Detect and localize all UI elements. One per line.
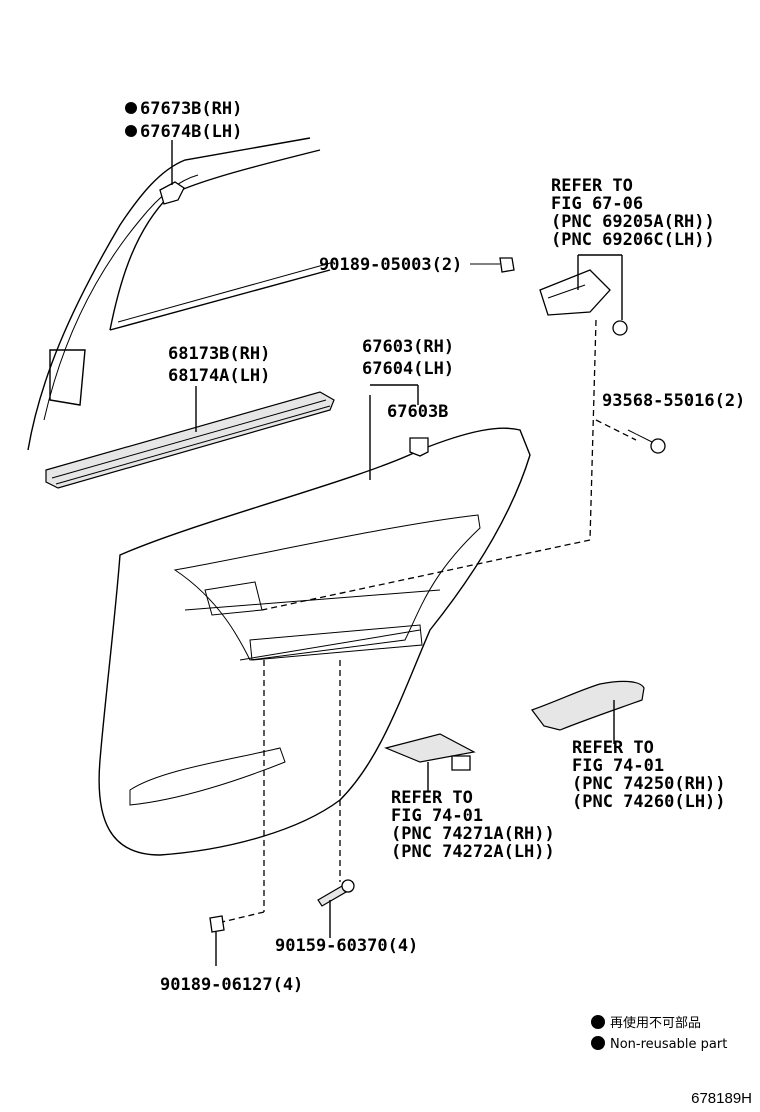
label-93568-55016: 93568-55016(2)	[602, 391, 745, 411]
label-67603b: 67603B	[387, 402, 448, 422]
label-door-panel: 67603(RH) 67604(LH) 67603B	[362, 337, 454, 422]
switch-bezel-part	[384, 733, 476, 792]
label-90189-06127: 90189-06127(4)	[160, 975, 303, 995]
refer-7401b-line2: FIG 74-01	[391, 806, 483, 826]
refer-7401a-line4: (PNC 74260(LH))	[572, 792, 726, 812]
refer-6706-line3: (PNC 69205A(RH))	[551, 212, 715, 232]
label-90159-60370: 90159-60370(4)	[275, 936, 418, 956]
screw-93568-part	[627, 429, 666, 454]
label-refer-67-06: REFER TO FIG 67-06 (PNC 69205A(RH)) (PNC…	[551, 176, 715, 250]
weatherstrip-part	[45, 386, 335, 489]
clip-06127-part	[209, 915, 225, 966]
door-trim-panel	[98, 384, 531, 856]
figure-id: 678189H	[691, 1090, 752, 1107]
refer-7401b-line1: REFER TO	[391, 788, 473, 808]
legend-bullet-icon	[591, 1015, 605, 1029]
label-clip-67673b: 67673B(RH) 67674B(LH)	[125, 99, 242, 142]
legend: 再使用不可部品 Non-reusable part	[591, 1015, 727, 1052]
label-90189-05003: 90189-05003(2)	[319, 255, 462, 275]
armrest-cover-part	[531, 680, 645, 744]
screw-05003-part	[470, 257, 515, 273]
screw-60370-part	[317, 879, 355, 938]
clip-67673b-part	[159, 140, 185, 205]
refer-7401b-line4: (PNC 74272A(LH))	[391, 842, 555, 862]
legend-item-jp: 再使用不可部品	[610, 1015, 701, 1031]
inside-handle-part	[539, 254, 628, 336]
label-68173b-rh: 68173B(RH)	[168, 344, 270, 364]
clip-67603b-part	[409, 437, 429, 457]
refer-6706-line4: (PNC 69206C(LH))	[551, 230, 715, 250]
label-67673b-rh: 67673B(RH)	[140, 99, 242, 119]
label-68174a-lh: 68174A(LH)	[168, 366, 270, 386]
refer-7401a-line3: (PNC 74250(RH))	[572, 774, 726, 794]
legend-item-en: Non-reusable part	[610, 1037, 727, 1052]
refer-6706-line2: FIG 67-06	[551, 194, 643, 214]
refer-7401a-line2: FIG 74-01	[572, 756, 664, 776]
refer-7401b-line3: (PNC 74271A(RH))	[391, 824, 555, 844]
refer-7401a-line1: REFER TO	[572, 738, 654, 758]
label-refer-74-01-b: REFER TO FIG 74-01 (PNC 74271A(RH)) (PNC…	[391, 788, 555, 862]
label-weatherstrip: 68173B(RH) 68174A(LH)	[168, 344, 270, 386]
label-67604-lh: 67604(LH)	[362, 359, 454, 379]
legend-bullet-icon	[591, 1036, 605, 1050]
label-67674b-lh: 67674B(LH)	[140, 122, 242, 142]
label-67603-rh: 67603(RH)	[362, 337, 454, 357]
label-refer-74-01-a: REFER TO FIG 74-01 (PNC 74250(RH)) (PNC …	[572, 738, 726, 812]
refer-6706-line1: REFER TO	[551, 176, 633, 196]
dashed-guides	[221, 319, 637, 923]
